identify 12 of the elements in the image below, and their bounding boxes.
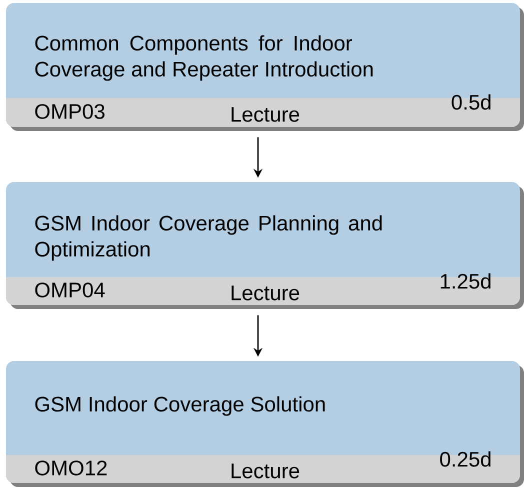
course-code: OMO12: [35, 460, 107, 476]
course-code: OMP03: [35, 104, 104, 119]
course-type: Lecture: [232, 286, 300, 300]
course-title: Common Components for Indoor Coverage and Repeater Introduction: [35, 35, 373, 81]
course-title: GSM Indoor Coverage Planning and Optimization: [35, 215, 382, 261]
duration: 0.25d: [440, 451, 490, 467]
duration: 1.25d: [440, 273, 490, 289]
course-type: Lecture: [232, 464, 300, 478]
course-type: Lecture: [232, 107, 300, 122]
course-code: OMP04: [35, 282, 105, 298]
duration: 0.5d: [452, 94, 490, 110]
course-title: GSM Indoor Coverage Solution: [35, 396, 325, 416]
